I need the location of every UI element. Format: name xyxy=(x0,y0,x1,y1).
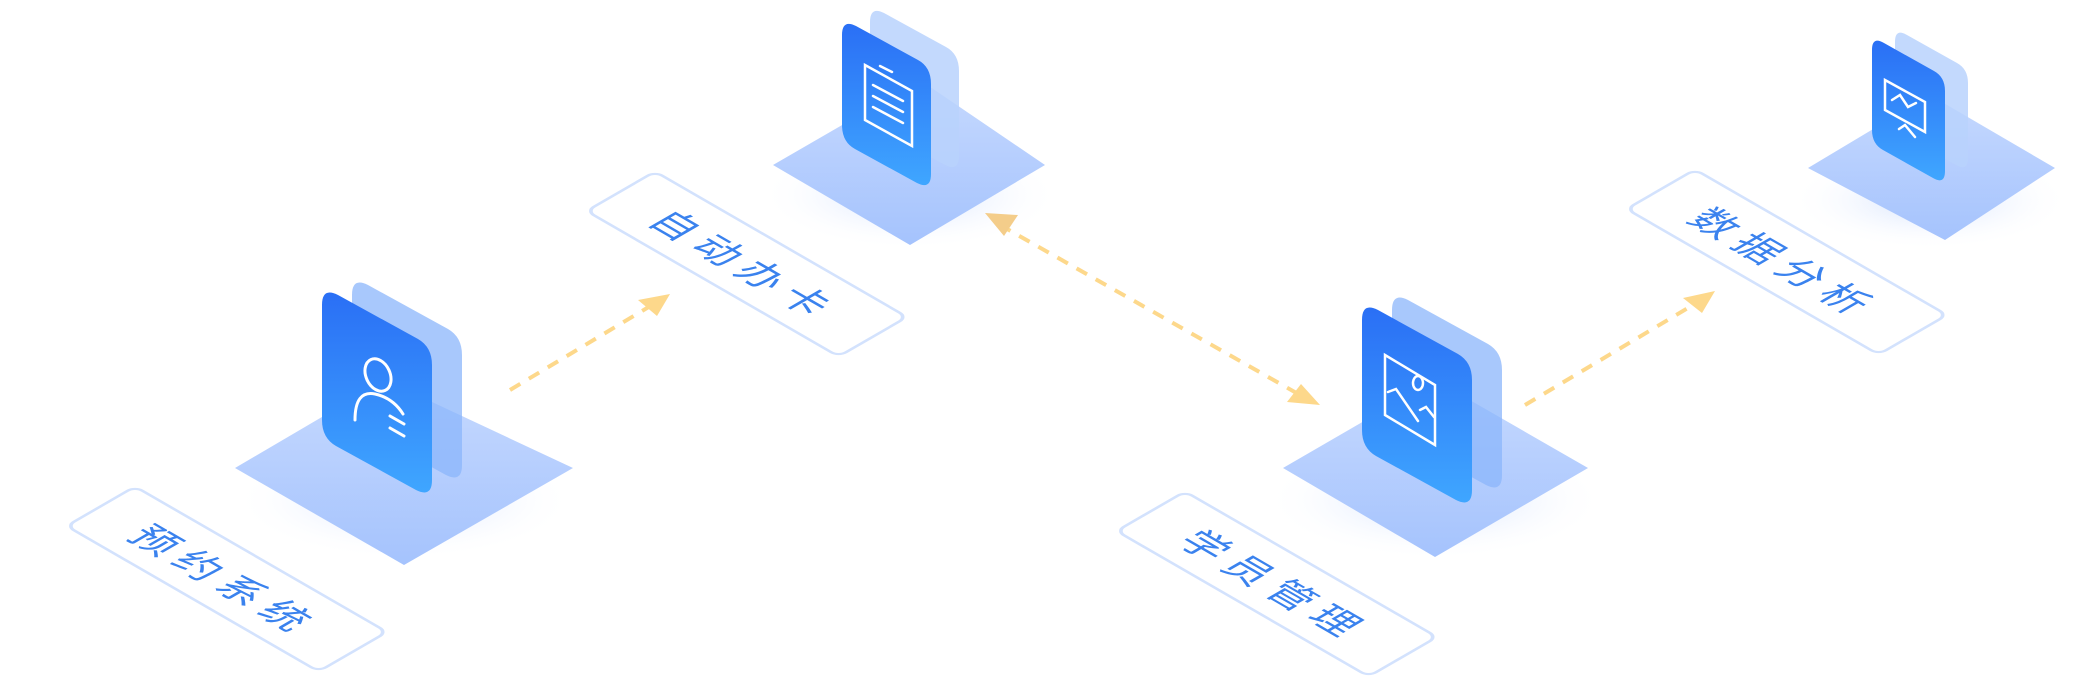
arrow-1-to-2 xyxy=(508,294,670,392)
card-clipboard xyxy=(842,10,959,186)
clipboard-icon xyxy=(863,62,914,149)
user-profile-icon xyxy=(353,357,406,438)
image-card-icon xyxy=(1383,352,1437,448)
arrow-3-to-4 xyxy=(1523,291,1715,407)
card-image xyxy=(1362,297,1502,503)
card-user-profile xyxy=(322,282,462,493)
card-presentation xyxy=(1872,32,1968,181)
arrow-2-to-3 xyxy=(985,213,1320,405)
presentation-chart-icon xyxy=(1883,77,1927,139)
